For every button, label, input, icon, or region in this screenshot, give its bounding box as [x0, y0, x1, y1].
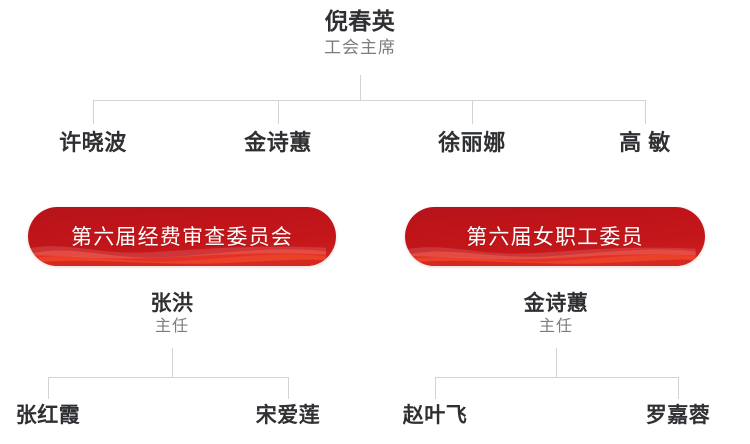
- committee-member-name-2-2: 罗嘉蓉: [645, 404, 711, 427]
- level2-name-2: 金诗蕙: [244, 130, 312, 155]
- org-node-level2-4[interactable]: 高 敏: [619, 130, 671, 156]
- org-node-root[interactable]: 倪春英 工会主席: [324, 8, 396, 58]
- connector-bus-committee-2: [435, 377, 678, 378]
- org-node-level2-2[interactable]: 金诗蕙: [244, 130, 312, 156]
- root-name: 倪春英: [324, 8, 396, 34]
- root-title: 工会主席: [324, 38, 396, 58]
- committee-head-1[interactable]: 张洪 主任: [151, 292, 194, 337]
- connector-root-stem: [360, 75, 361, 100]
- level2-name-4: 高 敏: [619, 130, 671, 155]
- committee-head-name-2: 金诗蕙: [523, 292, 589, 315]
- connector-drop-c1-member-1: [48, 377, 49, 399]
- connector-stem-committee-1: [172, 348, 173, 377]
- connector-drop-c2-member-2: [678, 377, 679, 399]
- connector-stem-committee-2: [556, 348, 557, 377]
- committee-head-title-1: 主任: [154, 317, 189, 335]
- connector-drop-c2-member-1: [435, 377, 436, 399]
- connector-level2-bus: [93, 100, 646, 101]
- connector-drop-level2-2: [278, 100, 279, 124]
- committee-member-2-1[interactable]: 赵叶飞: [403, 404, 468, 429]
- committee-head-title-2: 主任: [538, 317, 573, 335]
- committee-banner-1[interactable]: 第六届经费审查委员会: [28, 207, 336, 266]
- connector-drop-c1-member-2: [288, 377, 289, 399]
- committee-member-name-1-1: 张红霞: [15, 404, 81, 427]
- connector-drop-level2-1: [93, 100, 94, 124]
- committee-head-2[interactable]: 金诗蕙 主任: [524, 292, 589, 337]
- level2-name-1: 许晓波: [59, 130, 127, 155]
- connector-bus-committee-1: [48, 377, 288, 378]
- level2-name-3: 徐丽娜: [438, 130, 506, 155]
- committee-member-name-1-2: 宋爱莲: [255, 404, 321, 427]
- committee-banner-2[interactable]: 第六届女职工委员: [405, 207, 705, 266]
- connector-drop-level2-3: [472, 100, 473, 124]
- committee-member-1-1[interactable]: 张红霞: [16, 404, 81, 429]
- committee-banner-label-1: 第六届经费审查委员会: [71, 225, 293, 249]
- committee-banner-label-2: 第六届女职工委员: [466, 225, 644, 249]
- committee-member-name-2-1: 赵叶飞: [402, 404, 468, 427]
- connector-drop-level2-4: [645, 100, 646, 124]
- committee-head-name-1: 张洪: [150, 292, 194, 315]
- org-node-level2-1[interactable]: 许晓波: [59, 130, 127, 156]
- committee-member-1-2[interactable]: 宋爱莲: [256, 404, 321, 429]
- org-node-level2-3[interactable]: 徐丽娜: [438, 130, 506, 156]
- committee-member-2-2[interactable]: 罗嘉蓉: [646, 404, 711, 429]
